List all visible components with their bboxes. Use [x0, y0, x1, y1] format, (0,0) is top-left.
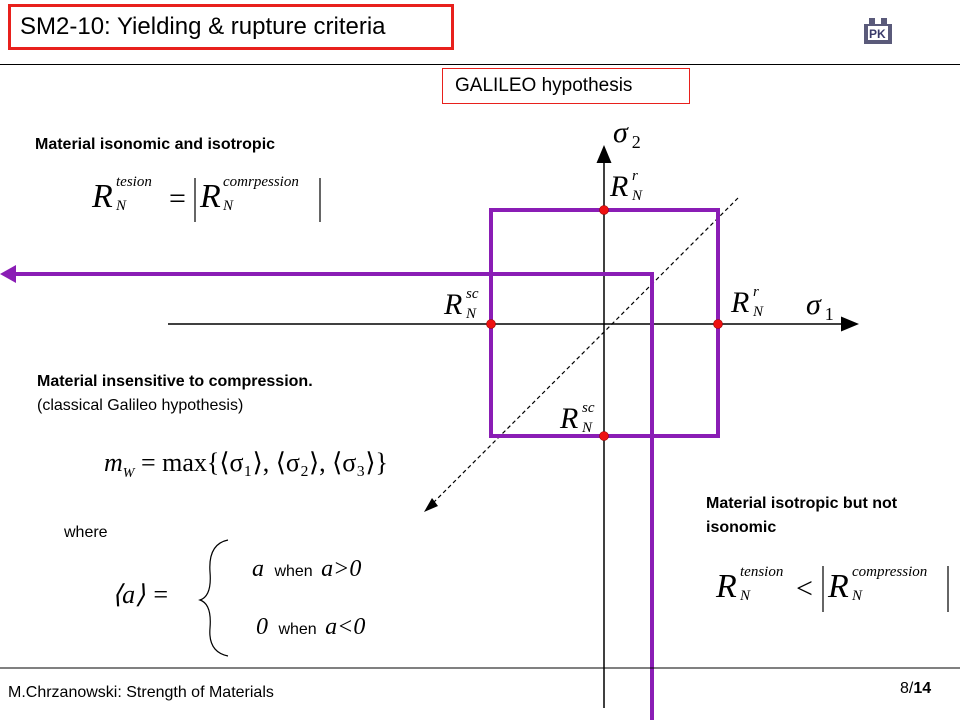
note-not-isonomic-2: isonomic	[706, 519, 777, 536]
rnsc-sup: sc	[466, 286, 479, 302]
rnsc2-sub: N	[582, 420, 593, 436]
rnsc-sub: N	[466, 306, 477, 322]
rnsc-r: R	[444, 288, 463, 321]
label-rnr-right: R r N	[731, 284, 781, 324]
rnr2-sub: N	[753, 304, 764, 320]
footer-author: M.Chrzanowski: Strength of Materials	[8, 684, 274, 701]
slide-title: SM2-10: Yielding & rupture criteria	[8, 4, 454, 50]
case2-value: 0	[256, 614, 268, 640]
f2-sub2: N	[852, 588, 863, 604]
diagonal-arrowhead	[424, 498, 438, 512]
page-current: 8/	[900, 680, 914, 697]
rnr-r: R	[610, 170, 629, 203]
header-divider	[0, 64, 960, 65]
label-rnsc-bottom: R sc N	[560, 400, 610, 440]
formula-sup: tesion	[116, 174, 152, 190]
diagonal-line	[429, 197, 739, 507]
f2-r2: R	[828, 568, 849, 605]
formula-isonomic: R tesion N = R comrpession N	[92, 172, 332, 228]
note-insensitive: Material insensitive to compression.	[37, 373, 313, 390]
case-positive: a when a>0	[252, 556, 361, 583]
case1-when: when	[274, 563, 313, 580]
rnsc2-sup: sc	[582, 400, 595, 416]
case1-value: a	[252, 556, 264, 582]
mw-rhs: = max{⟨σ₁⟩, ⟨σ₂⟩, ⟨σ₃⟩}	[140, 448, 388, 477]
formula-r2: R	[200, 178, 221, 215]
point-right	[713, 319, 723, 329]
label-rnsc-left: R sc N	[444, 286, 494, 326]
sigma2-symbol: σ	[613, 116, 628, 149]
formula-r: R	[92, 178, 113, 215]
point-top	[599, 205, 609, 215]
note-where: where	[64, 524, 108, 541]
galileo-boundary	[10, 272, 654, 720]
mw-sub: W	[122, 466, 135, 481]
formula-not-isonomic: R tension N < R compression N	[716, 562, 956, 618]
logo-text: PK	[869, 27, 886, 41]
formula-sub: N	[116, 198, 127, 214]
point-bottom	[599, 431, 609, 441]
case2-condition: a<0	[325, 614, 366, 640]
formula-mw: mW = max{⟨σ₁⟩, ⟨σ₂⟩, ⟨σ₃⟩}	[104, 448, 404, 488]
f2-lt: <	[796, 572, 813, 605]
page-total: 14	[913, 680, 932, 697]
formula-sub2: N	[223, 198, 234, 214]
mw-m: m	[104, 448, 123, 477]
f2-sup: tension	[740, 564, 784, 580]
hypothesis-tag: GALILEO hypothesis	[442, 68, 690, 104]
sigma1-symbol: σ	[806, 288, 821, 321]
case1-condition: a>0	[321, 556, 362, 582]
point-left	[486, 319, 496, 329]
rnr2-sup: r	[753, 284, 759, 300]
f2-sub: N	[740, 588, 751, 604]
formula-bracket: ⟨a⟩ =	[112, 580, 170, 609]
page-number: 8/14	[900, 680, 931, 698]
case2-when: when	[278, 621, 317, 638]
formula-sup2: comrpession	[223, 174, 299, 190]
note-classical: (classical Galileo hypothesis)	[37, 397, 244, 414]
label-rnr-top: R r N	[610, 168, 660, 208]
f2-r: R	[716, 568, 737, 605]
rnr-sup: r	[632, 168, 638, 184]
formula-eq: =	[169, 182, 186, 215]
galileo-arrowhead	[0, 265, 16, 283]
rnsc2-r: R	[560, 402, 579, 435]
note-not-isonomic-1: Material isotropic but not	[706, 495, 898, 512]
f2-sup2: compression	[852, 564, 928, 580]
university-logo: PK	[862, 16, 894, 46]
rnr-sub: N	[632, 188, 643, 204]
sigma1-subscript: 1	[824, 304, 834, 324]
case-negative: 0 when a<0	[256, 614, 365, 641]
cases-brace	[198, 539, 229, 657]
sigma2-subscript: 2	[631, 132, 641, 152]
note-isonomic: Material isonomic and isotropic	[35, 136, 276, 153]
rnr2-r: R	[731, 286, 750, 319]
